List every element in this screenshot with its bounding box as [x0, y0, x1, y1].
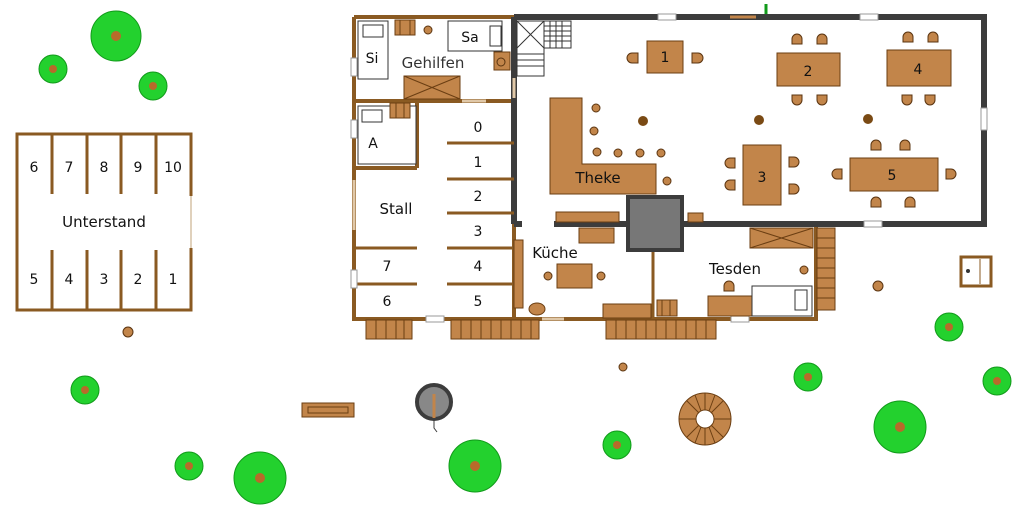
table-number: 2 [804, 64, 813, 80]
kueche-room: Küche [513, 195, 704, 319]
tree [793, 362, 823, 392]
bed-label: Sa [461, 30, 478, 46]
bench-seat [307, 406, 349, 414]
stall-number: 4 [65, 272, 74, 288]
tree [934, 312, 964, 342]
stall-number: 10 [164, 160, 182, 176]
stall-number: 5 [30, 272, 39, 288]
post-marker [122, 326, 134, 338]
post-marker [872, 280, 884, 292]
tree [873, 400, 927, 454]
box-number: 1 [474, 155, 483, 171]
box-number: 2 [474, 189, 483, 205]
tree [602, 430, 632, 460]
gehilfen-room: Si Sa Gehilfen [357, 19, 511, 100]
stall-number: 6 [30, 160, 39, 176]
theke-counter [549, 97, 657, 195]
stall-number: 7 [65, 160, 74, 176]
porch-deck [365, 227, 836, 340]
theke-label: Theke [574, 169, 620, 187]
bed-label: A [368, 136, 378, 152]
box-number: 0 [474, 120, 483, 136]
unterstand-label: Unterstand [62, 213, 146, 231]
bench [301, 402, 355, 418]
tree [90, 10, 142, 62]
stall-label: Stall [380, 200, 413, 218]
staircase [516, 20, 572, 77]
tree [448, 439, 502, 493]
table-number: 3 [758, 170, 767, 186]
tree [982, 366, 1012, 396]
stall-room: A Stall 0 1 2 3 4 5 7 6 [357, 102, 483, 310]
box-number: 3 [474, 224, 483, 240]
table-number: 5 [888, 168, 897, 184]
tree [70, 375, 100, 405]
box-number: 4 [474, 259, 483, 275]
tree [233, 451, 287, 505]
box-number: 7 [383, 259, 392, 275]
tree [38, 54, 68, 84]
tesden-label: Tesden [708, 260, 761, 278]
stall-number: 3 [100, 272, 109, 288]
stall-number: 8 [100, 160, 109, 176]
unterstand: 6 7 8 9 10 Unterstand 5 4 3 2 1 [15, 132, 193, 312]
box-number: 5 [474, 294, 483, 310]
tesden-room: Tesden [656, 227, 814, 317]
table-number: 1 [661, 50, 670, 66]
kueche-label: Küche [532, 244, 578, 262]
bed-label: Si [366, 51, 379, 67]
post-marker [618, 362, 628, 372]
outhouse [959, 255, 993, 288]
fireplace [626, 195, 684, 252]
stall-number: 2 [134, 272, 143, 288]
box-number: 6 [383, 294, 392, 310]
tree [174, 451, 204, 481]
table-number: 4 [914, 62, 923, 78]
well [415, 383, 453, 433]
stall-number: 1 [169, 272, 178, 288]
round-tower [678, 392, 732, 446]
stall-number: 9 [134, 160, 143, 176]
gehilfen-label: Gehilfen [402, 54, 465, 72]
tavern-room: Theke 1 2 4 3 [549, 31, 957, 208]
tree [138, 71, 168, 101]
